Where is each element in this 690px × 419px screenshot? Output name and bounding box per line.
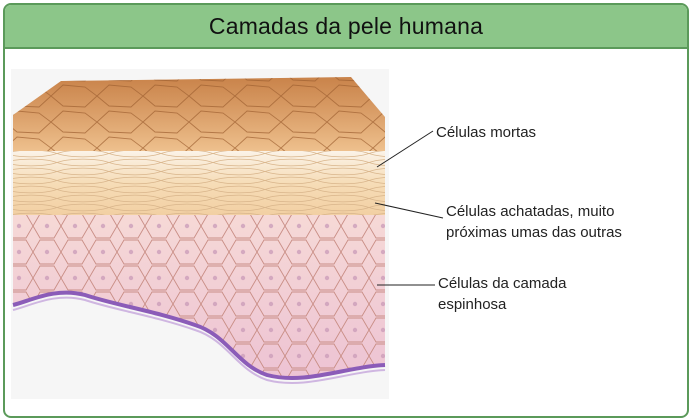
label-flattened-cells: Células achatadas, muito próximas umas d…	[446, 201, 622, 243]
label-spinous-cells-line2: espinhosa	[438, 294, 566, 315]
label-spinous-cells: Células da camada espinhosa	[438, 273, 566, 315]
label-flattened-cells-line2: próximas umas das outras	[446, 222, 622, 243]
label-spinous-cells-line1: Células da camada	[438, 273, 566, 294]
label-dead-cells: Células mortas	[436, 122, 536, 143]
flattened-cell-pattern	[13, 151, 385, 217]
label-flattened-cells-line1: Células achatadas, muito	[446, 201, 622, 222]
dead-cell-pattern	[13, 77, 385, 153]
diagram-frame: Camadas da pele humana	[3, 3, 689, 418]
label-dead-cells-text: Células mortas	[436, 124, 536, 141]
